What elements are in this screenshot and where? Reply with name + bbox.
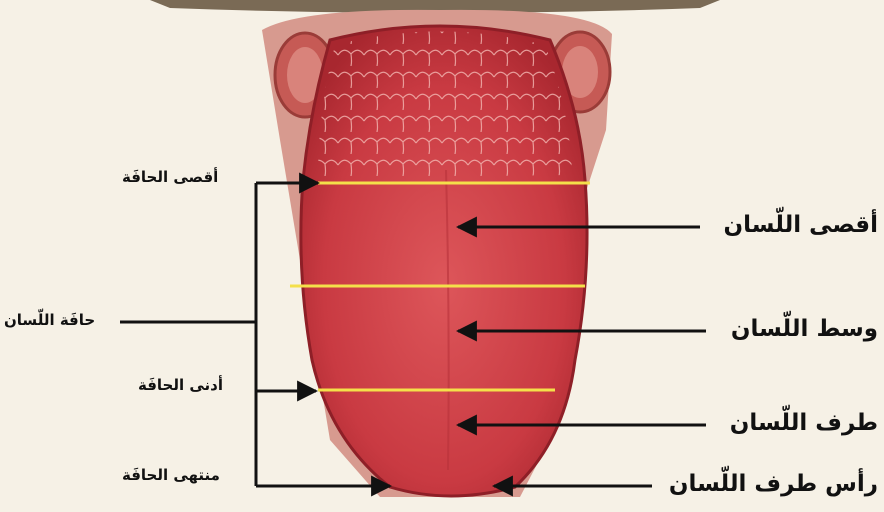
- label-edge-group: حافَة اللّسان: [4, 311, 95, 329]
- label-edge-end: منتهى الحافَة: [122, 466, 220, 484]
- label-apex-of-tongue: رأس طرف اللّسان: [669, 471, 878, 497]
- label-middle-of-tongue: وسط اللّسان: [731, 316, 878, 342]
- label-edge-back: أقصى الحافَة: [122, 168, 218, 186]
- label-edge-front: أدنى الحافَة: [138, 376, 223, 394]
- label-back-of-tongue: أقصى اللّسان: [724, 212, 878, 238]
- label-tip-of-tongue: طرف اللّسان: [730, 410, 878, 436]
- papillae-texture: [318, 32, 572, 179]
